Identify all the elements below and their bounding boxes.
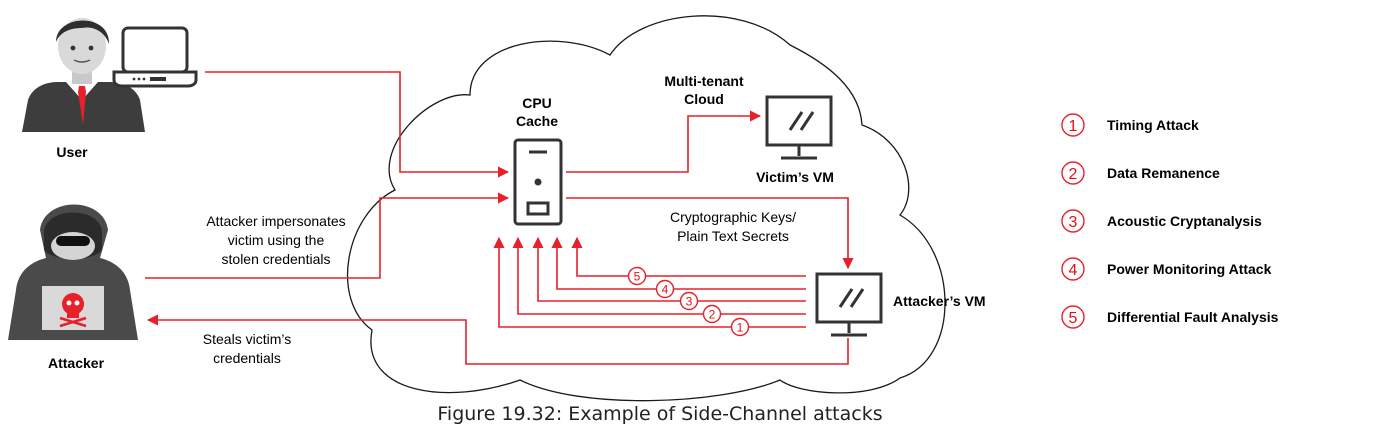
legend: 1 Timing Attack 2 Data Remanence 3 Acous…	[1061, 113, 1279, 329]
svg-text:1: 1	[1069, 118, 1078, 135]
steals-text-line2: credentials	[213, 350, 281, 366]
user-to-cache-arrow	[205, 71, 510, 178]
user-icon	[22, 18, 145, 132]
monitor-icon	[815, 272, 883, 337]
legend-label: Differential Fault Analysis	[1107, 309, 1279, 325]
svg-text:4: 4	[662, 283, 669, 297]
legend-label: Timing Attack	[1107, 117, 1199, 133]
legend-label: Power Monitoring Attack	[1107, 261, 1272, 277]
channel-badge-1: 1	[730, 317, 750, 337]
side-channel-line-4	[551, 236, 806, 290]
cache-to-attacker-vm-arrow	[566, 197, 854, 270]
channel-badge-5: 5	[627, 266, 647, 286]
impersonation-text-line2: victim using the	[228, 232, 325, 248]
svg-text:1: 1	[737, 321, 744, 335]
svg-text:2: 2	[709, 308, 716, 322]
laptop-icon	[112, 26, 198, 88]
attacker-vm-label: Attacker’s VM	[893, 293, 986, 309]
keys-text-line2: Plain Text Secrets	[677, 228, 789, 244]
side-channel-line-3	[532, 236, 806, 302]
server-tower-icon	[513, 138, 563, 226]
legend-item: 3 Acoustic Cryptanalysis	[1061, 209, 1262, 233]
channel-badge-3: 3	[679, 291, 699, 311]
channel-badge-4: 4	[655, 279, 675, 299]
figure-caption: Figure 19.32: Example of Side-Channel at…	[437, 403, 882, 425]
keys-text-line1: Cryptographic Keys/	[670, 209, 796, 225]
monitor-icon	[765, 95, 833, 160]
legend-label: Acoustic Cryptanalysis	[1107, 213, 1262, 229]
svg-text:5: 5	[634, 270, 641, 284]
victim-vm-label: Victim’s VM	[756, 169, 834, 185]
cloud-label-line2: Cloud	[684, 91, 724, 107]
side-channel-line-5	[571, 236, 806, 277]
channel-badge-2: 2	[702, 304, 722, 324]
hooded-hacker-icon	[8, 204, 138, 340]
legend-label: Data Remanence	[1107, 165, 1220, 181]
cloud-label-line1: Multi-tenant	[664, 73, 744, 89]
impersonation-text-line1: Attacker impersonates	[206, 213, 345, 229]
svg-text:5: 5	[1069, 310, 1078, 327]
cache-to-victim-arrow	[566, 110, 762, 173]
steals-text-line1: Steals victim’s	[203, 331, 291, 347]
legend-item: 1 Timing Attack	[1061, 113, 1199, 137]
legend-item: 4 Power Monitoring Attack	[1061, 257, 1272, 281]
cpu-cache-label-line2: Cache	[516, 113, 558, 129]
svg-text:3: 3	[686, 295, 693, 309]
user-label: User	[56, 144, 88, 160]
side-channel-line-1	[493, 236, 806, 328]
legend-item: 5 Differential Fault Analysis	[1061, 305, 1279, 329]
credentials-theft-arrow	[146, 314, 849, 365]
cloud-shape	[347, 15, 946, 402]
svg-text:2: 2	[1069, 166, 1078, 183]
cpu-cache-label-line1: CPU	[522, 95, 552, 111]
svg-text:4: 4	[1069, 262, 1078, 279]
attacker-label: Attacker	[48, 355, 105, 371]
legend-item: 2 Data Remanence	[1061, 161, 1220, 185]
impersonation-arrow	[145, 192, 510, 279]
impersonation-text-line3: stolen credentials	[222, 251, 331, 267]
svg-text:3: 3	[1069, 214, 1078, 231]
